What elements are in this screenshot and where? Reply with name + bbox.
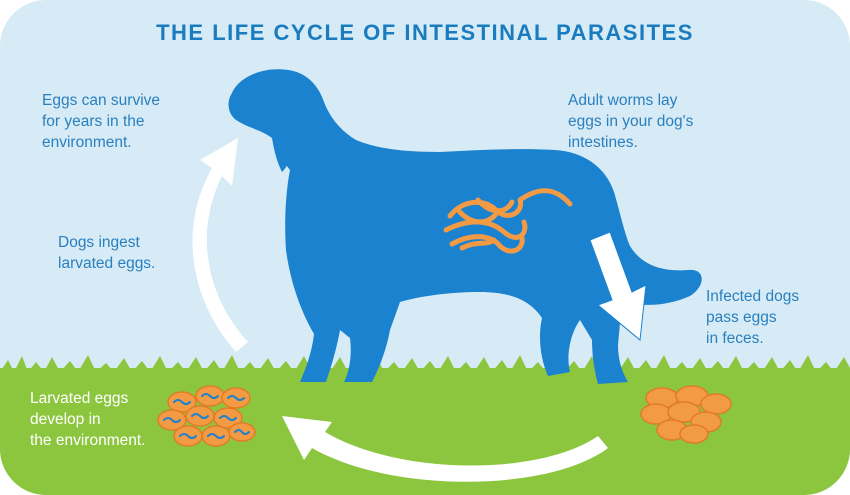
step-larvated-develop-line-3: the environment. xyxy=(30,432,146,449)
cycle-arrow-icon xyxy=(282,416,608,482)
step-adult-worms-line-2: eggs in your dog's xyxy=(568,113,694,130)
step-eggs-survive-line-1: Eggs can survive xyxy=(42,92,161,109)
diagram-title: THE LIFE CYCLE OF INTESTINAL PARASITES xyxy=(156,20,694,45)
step-adult-worms-line-1: Adult worms lay xyxy=(568,92,678,109)
cycle-arrow-up xyxy=(192,138,248,352)
step-larvated-develop: Larvated eggs develop in the environment… xyxy=(30,388,145,451)
step-eggs-survive-line-3: environment. xyxy=(42,134,132,151)
intestinal-worms-icon xyxy=(443,188,573,254)
larvated-eggs-icon xyxy=(157,385,256,447)
step-dogs-ingest-line-2: larvated eggs. xyxy=(58,255,156,272)
step-infected-dogs-line-3: in feces. xyxy=(706,330,764,347)
step-infected-dogs-line-1: Infected dogs xyxy=(706,288,800,305)
step-eggs-survive-line-2: for years in the xyxy=(42,113,145,130)
step-infected-dogs-line-2: pass eggs xyxy=(706,309,777,326)
step-eggs-survive: Eggs can survive for years in the enviro… xyxy=(42,90,160,153)
eggs-in-feces-icon xyxy=(640,385,732,444)
step-dogs-ingest: Dogs ingest larvated eggs. xyxy=(58,232,155,274)
step-larvated-develop-line-2: develop in xyxy=(30,411,101,428)
step-adult-worms: Adult worms lay eggs in your dog's intes… xyxy=(568,90,693,153)
step-larvated-develop-line-1: Larvated eggs xyxy=(30,390,129,407)
dog-ear xyxy=(269,83,301,172)
step-infected-dogs: Infected dogs pass eggs in feces. xyxy=(706,286,799,349)
step-adult-worms-line-3: intestines. xyxy=(568,134,638,151)
step-dogs-ingest-line-1: Dogs ingest xyxy=(58,234,140,251)
grass-edge xyxy=(0,355,850,380)
arrow-to-feces xyxy=(589,231,647,341)
dog-silhouette xyxy=(228,69,702,385)
